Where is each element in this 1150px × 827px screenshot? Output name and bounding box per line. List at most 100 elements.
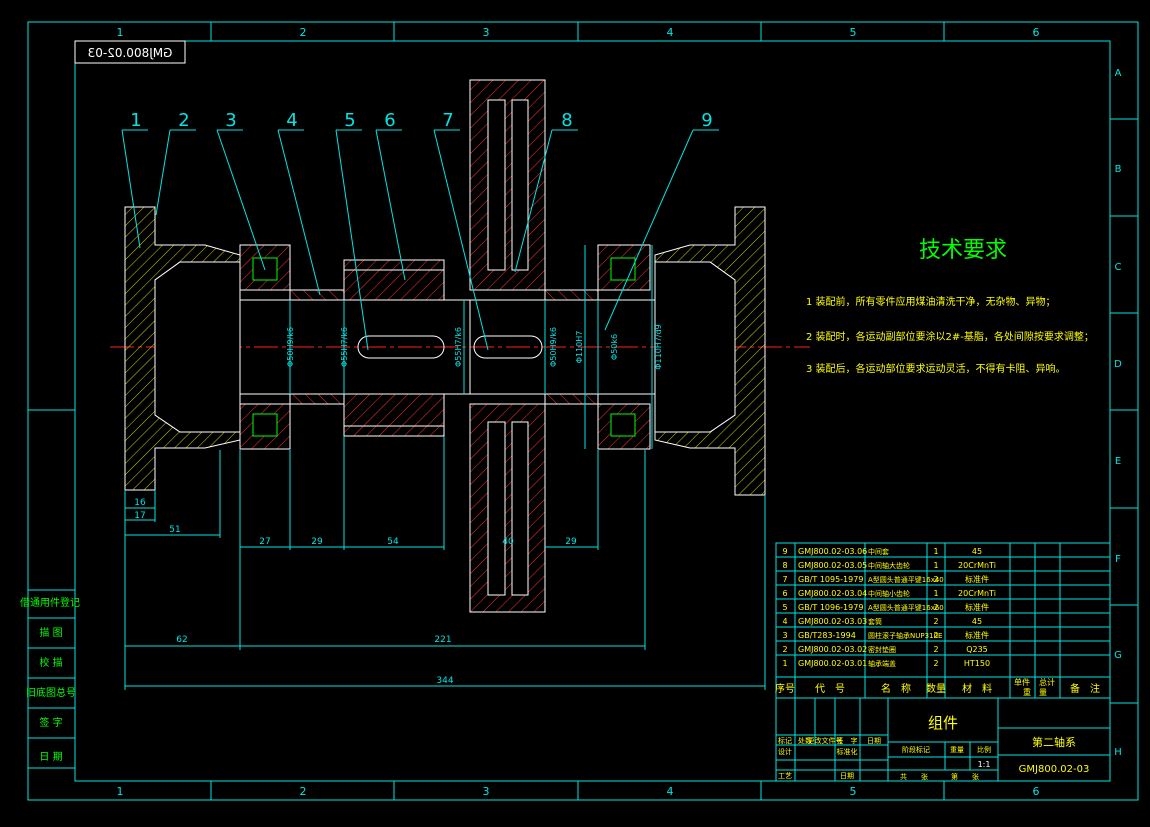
dim-40: 40	[502, 537, 514, 547]
bom-cell-qty: 2	[933, 603, 938, 612]
row-letter: G	[1114, 650, 1122, 661]
tech-note: 1 装配前，所有零件应用煤油清洗干净，无杂物、异物；	[806, 295, 1056, 308]
sleeve-right-top	[544, 289, 599, 301]
bom-cell-code: GB/T283-1994	[798, 631, 856, 640]
bom-cell-code: GB/T 1095-1979	[798, 575, 863, 584]
bom-cell-mat: HT150	[964, 659, 990, 668]
small-gear-top	[343, 259, 445, 301]
bom-cell-name: 中间轴小齿轮	[868, 589, 910, 598]
col-number: 2	[300, 785, 307, 798]
left-panel-row: 签 字	[39, 716, 62, 729]
bom-header: 数量	[926, 682, 946, 695]
col-number: 4	[667, 26, 674, 39]
bom-cell-name: 密封垫圈	[868, 645, 896, 654]
tech-note: 2 装配时，各运动副部位要涂以2#-基脂，各处间隙按要求调整；	[806, 330, 1094, 343]
bom-cell-qty: 2	[933, 659, 938, 668]
bom-cell-mat: 45	[972, 547, 982, 556]
dim-17: 17	[134, 511, 145, 521]
fit-label: Φ110H7/d9	[654, 324, 663, 370]
fit-labels: Φ50H9/k6 Φ55H7/k6 Φ55H7/k6 Φ50H9/k6 Φ110…	[286, 324, 663, 370]
technical-requirements: 技术要求 1 装配前，所有零件应用煤油清洗干净，无杂物、异物； 2 装配时，各运…	[806, 238, 1094, 375]
bom-cell-name: 中间轴大齿轮	[868, 561, 910, 570]
bom-cell-no: 2	[782, 645, 787, 654]
left-panel-row: 校 描	[39, 656, 62, 669]
col-number: 6	[1033, 26, 1040, 39]
bom-cell-code: GMJ800.02-03.01	[798, 659, 867, 668]
dimension-texts: 16 17 51 27 29 54 40 29 62 221 344	[134, 498, 577, 686]
left-panel-row: 旧底图总号	[26, 686, 76, 699]
tb-label: 阶段标记	[902, 745, 930, 754]
col-number: 5	[850, 26, 857, 39]
tb-label: 工艺	[778, 772, 792, 780]
bom-cell-name: 中间套	[868, 547, 889, 556]
left-panel-row: 日 期	[39, 751, 62, 763]
fit-label: Φ55H7/k6	[454, 327, 463, 367]
tb-label: 标记	[778, 736, 792, 745]
bom-cell-qty: 2	[933, 631, 938, 640]
tb-label: 比例	[977, 745, 991, 754]
bom-cell-no: 3	[782, 631, 787, 640]
title-kind: 组件	[928, 714, 958, 732]
tb-label: 签 字	[837, 736, 858, 745]
row-letter: A	[1115, 68, 1122, 79]
bom-cell-name: 套筒	[868, 617, 882, 626]
bom-cell-code: GMJ800.02-03.06	[798, 547, 867, 556]
mirrored-code: GMJ800.02-03	[88, 46, 173, 60]
tb-label: 处数	[798, 736, 812, 745]
dim-51: 51	[169, 525, 180, 535]
col-number: 3	[483, 785, 490, 798]
bom-header: 重 量	[1023, 687, 1047, 697]
bom-cell-code: GMJ800.02-03.02	[798, 645, 867, 654]
row-letter: H	[1114, 747, 1122, 758]
bom-cell-no: 8	[782, 561, 787, 570]
left-registration-panel: 借通用件登记 描 图 校 描 旧底图总号 签 字 日 期	[20, 589, 80, 769]
bom-cell-code: GB/T 1096-1979	[798, 603, 863, 612]
balloon-number: 3	[225, 110, 236, 131]
left-panel-row: 描 图	[39, 626, 62, 639]
bom-cell-code: GMJ800.02-03.05	[798, 561, 867, 570]
row-letter: C	[1115, 262, 1122, 273]
dim-344: 344	[436, 676, 453, 686]
bom-cell-code: GMJ800.02-03.03	[798, 617, 867, 626]
key-left	[357, 335, 445, 359]
balloon-number: 6	[384, 110, 395, 131]
bom-cell-code: GMJ800.02-03.04	[798, 589, 867, 598]
bom-cell-qty: 2	[933, 645, 938, 654]
tb-label: 重量	[950, 746, 964, 754]
tb-label: 日期	[840, 772, 854, 780]
tech-title: 技术要求	[919, 238, 1007, 263]
balloon-number: 8	[561, 110, 572, 131]
bom-cell-name: 圆柱滚子轴承NUP310E	[868, 631, 942, 640]
shaft	[239, 299, 656, 395]
col-number: 1	[117, 785, 124, 798]
fit-label: Φ50H9/k6	[286, 327, 295, 367]
key-right	[473, 335, 543, 359]
bom-header: 材 料	[962, 682, 992, 695]
dim-62: 62	[176, 635, 187, 645]
bom-cell-mat: 20CrMnTi	[958, 561, 996, 570]
bom-cell-no: 5	[782, 603, 787, 612]
bom-header: 总计	[1039, 677, 1055, 687]
bom-cell-qty: 1	[933, 547, 938, 556]
fit-label: Φ110H7	[575, 331, 584, 364]
bom-header: 备 注	[1070, 682, 1100, 695]
tb-label: 第 张	[951, 772, 979, 781]
col-number: 5	[850, 785, 857, 798]
dim-16: 16	[134, 498, 146, 508]
column-numbers-top: 1 2 3 4 5 6	[117, 26, 1040, 39]
dim-54: 54	[387, 537, 399, 547]
bom-cell-mat: 45	[972, 617, 982, 626]
big-gear-top	[469, 79, 546, 291]
dimension-lines	[124, 245, 766, 690]
balloon-numbers: 1 2 3 4 5 6 7 8 9	[130, 110, 712, 131]
part-balloons	[121, 129, 719, 351]
bom-header: 单件	[1014, 677, 1030, 687]
row-letter: E	[1115, 456, 1121, 467]
mirrored-code-box: GMJ800.02-03	[74, 40, 186, 64]
balloon-number: 2	[178, 110, 189, 131]
bom-table	[775, 542, 1111, 699]
bom-cell-no: 1	[782, 659, 787, 668]
tb-label: 标准化	[837, 747, 858, 756]
fit-label: Φ55H7/k6	[340, 327, 349, 367]
